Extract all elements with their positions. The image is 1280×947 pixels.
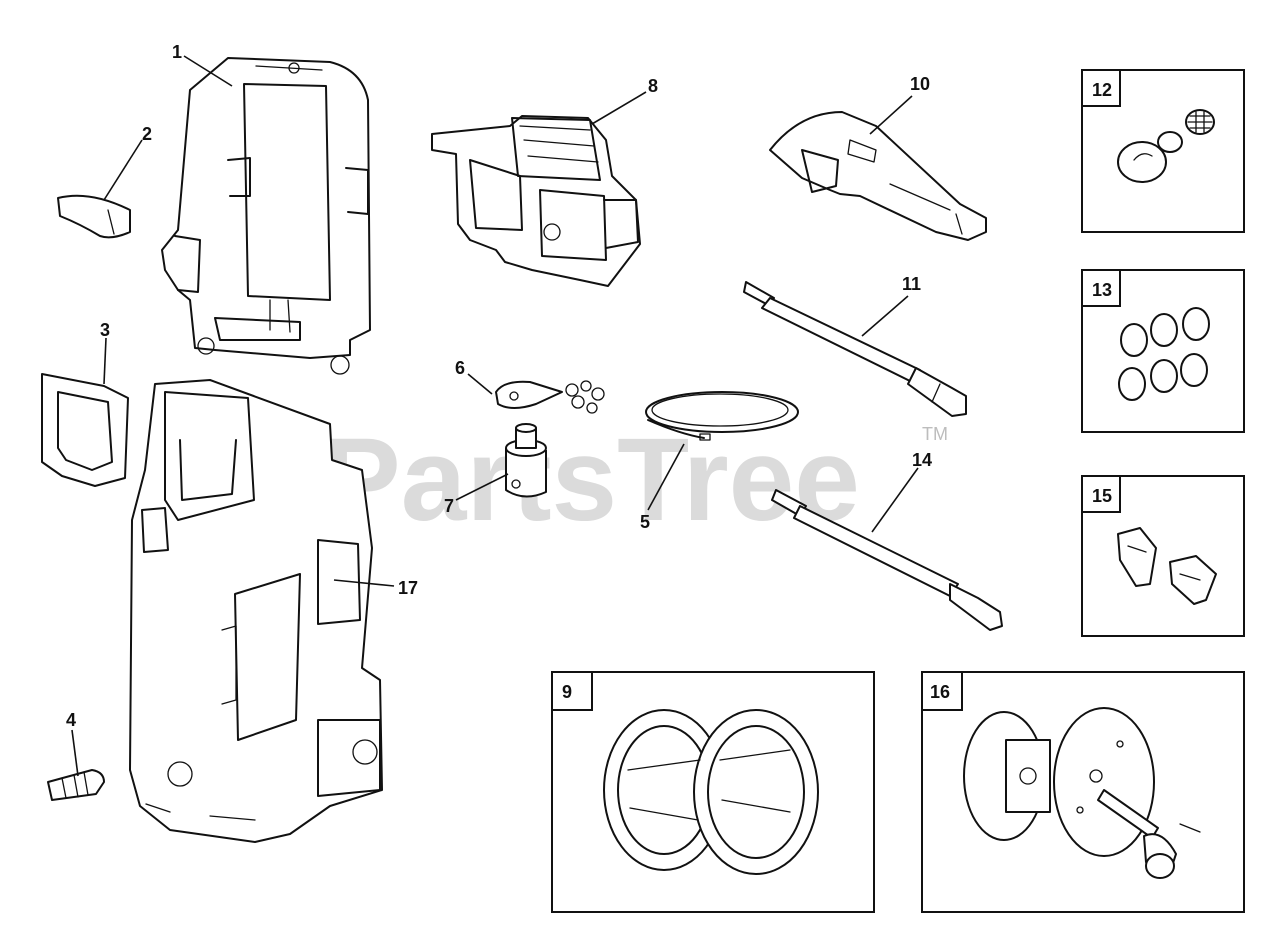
part-14-wand[interactable] (771, 489, 1003, 631)
part-7-bottle[interactable] (505, 423, 547, 498)
part-10-spray-gun[interactable] (769, 111, 987, 241)
watermark-trademark: TM (922, 424, 948, 444)
callout-17: 17 (398, 578, 418, 598)
part-8-bracket[interactable] (431, 115, 641, 287)
callout-9: 9 (562, 682, 572, 702)
callout-6: 6 (455, 358, 465, 378)
callout-3: 3 (100, 320, 110, 340)
callout-7: 7 (444, 496, 454, 516)
callout-4: 4 (66, 710, 76, 730)
callout-15: 15 (1092, 486, 1112, 506)
part-15-box[interactable] (1081, 475, 1245, 637)
part-5-tube[interactable] (645, 391, 799, 441)
part-4-nozzle[interactable] (47, 769, 105, 801)
callout-10: 10 (910, 74, 930, 94)
part-1-handle-frame[interactable] (161, 57, 371, 375)
part-13-box[interactable] (1081, 269, 1245, 433)
part-2-hook[interactable] (57, 194, 131, 239)
callout-labels: 1 2 3 4 5 6 7 8 9 10 11 12 13 14 15 16 1… (66, 42, 1112, 730)
callout-8: 8 (648, 76, 658, 96)
callout-13: 13 (1092, 280, 1112, 300)
part-17-main-housing[interactable] (129, 379, 383, 843)
watermark-text: PartsTree (322, 414, 860, 546)
part-11-wand[interactable] (743, 281, 967, 417)
callout-12: 12 (1092, 80, 1112, 100)
part-3-cover[interactable] (41, 373, 129, 487)
callout-11: 11 (902, 274, 921, 294)
part-6-filter[interactable] (495, 380, 605, 414)
part-12-box[interactable] (1081, 69, 1245, 233)
part-9-wheels-box[interactable] (551, 671, 875, 913)
part-16-hose-reel-box[interactable] (921, 671, 1245, 913)
callout-14: 14 (912, 450, 932, 470)
callout-2: 2 (142, 124, 152, 144)
leader-lines (71, 55, 919, 777)
callout-16: 16 (930, 682, 950, 702)
callout-5: 5 (640, 512, 650, 532)
callout-1: 1 (172, 42, 182, 62)
